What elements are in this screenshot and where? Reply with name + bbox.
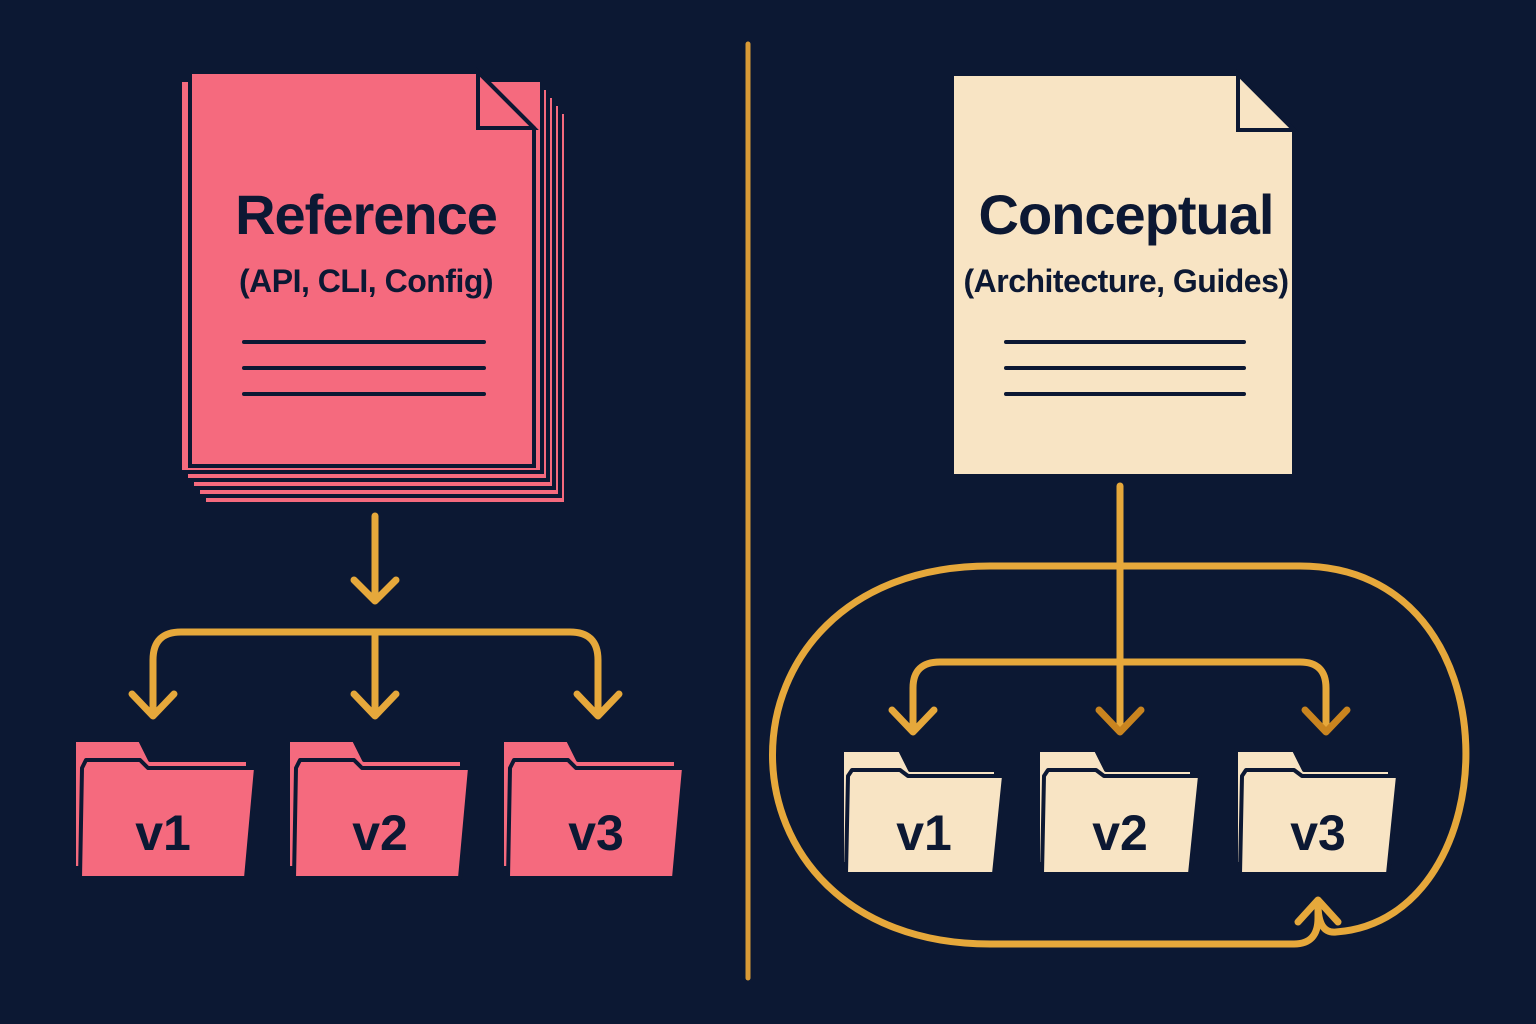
conceptual-folder-v3[interactable] [1234, 748, 1400, 876]
reference-text-lines [242, 340, 486, 396]
conceptual-folder-v1[interactable] [840, 748, 1006, 876]
conceptual-title: Conceptual [979, 183, 1274, 246]
reference-folder-v3-label: v3 [568, 805, 624, 861]
conceptual-text-lines [1004, 340, 1246, 396]
conceptual-folder-v2-label: v2 [1092, 805, 1148, 861]
reference-folder-v3[interactable] [500, 738, 686, 880]
conceptual-folder-v1-label: v1 [896, 805, 952, 861]
reference-folder-v2[interactable] [286, 738, 472, 880]
reference-arrows [128, 512, 623, 720]
conceptual-doc [950, 69, 1299, 478]
reference-title: Reference [235, 183, 497, 246]
conceptual-folder-v3-label: v3 [1290, 805, 1346, 861]
conceptual-folder-v2[interactable] [1036, 748, 1202, 876]
reference-folder-v1[interactable] [72, 738, 258, 880]
reference-folder-v2-label: v2 [352, 805, 408, 861]
conceptual-loop [769, 562, 1470, 948]
conceptual-arrows [888, 482, 1351, 736]
conceptual-subtitle: (Architecture, Guides) [963, 263, 1288, 299]
reference-folder-v1-label: v1 [135, 805, 191, 861]
reference-doc-stack [178, 67, 568, 506]
reference-subtitle: (API, CLI, Config) [239, 263, 493, 299]
